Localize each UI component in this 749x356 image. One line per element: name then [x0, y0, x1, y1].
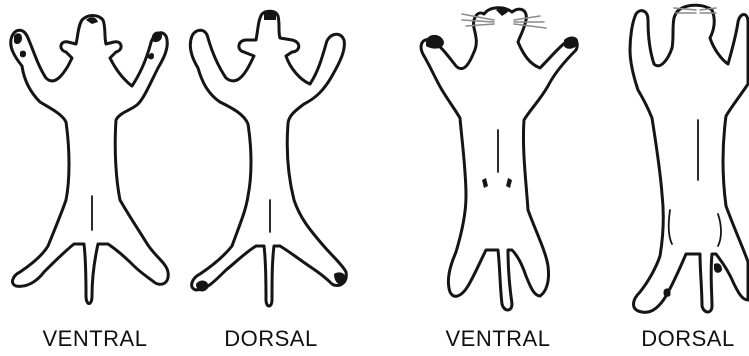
panel-2-view-label: DORSAL: [196, 326, 346, 352]
panel-3-view-label: VENTRAL: [423, 326, 573, 352]
adult-dorsal-left-hip-line: [669, 210, 672, 244]
adult-dorsal-right-foot-mark: [714, 263, 722, 273]
pup-ventral-left-paw-pad: [14, 33, 22, 44]
adult-ventral-body-outline: [421, 8, 577, 310]
adult-dorsal-figure: [630, 5, 748, 312]
adult-dorsal-left-foot-mark: [663, 288, 670, 296]
adult-ventral-figure: [421, 8, 578, 310]
pup-ventral-left-wrist-mark: [20, 51, 26, 58]
adult-ventral-whiskers: [462, 14, 546, 28]
panel-1-view-label: VENTRAL: [20, 326, 170, 352]
pup-dorsal-figure: [190, 11, 346, 306]
pup-ventral-snout-mark: [86, 17, 98, 24]
adult-dorsal-right-hip-line: [718, 214, 721, 246]
pup-dorsal-right-foot-mark: [334, 272, 346, 284]
adult-ventral-left-paw: [426, 35, 444, 49]
pup-ventral-body-outline: [11, 16, 168, 304]
adult-ventral-left-hip-mark: [482, 178, 488, 188]
pup-ventral-right-paw-pad: [152, 32, 162, 43]
panel-4-view-label: DORSAL: [613, 326, 749, 352]
pup-dorsal-head-mark: [264, 11, 276, 20]
adult-ventral-right-hip-mark: [506, 178, 512, 188]
adult-dorsal-body-outline: [630, 5, 748, 312]
pup-dorsal-body-outline: [190, 11, 346, 306]
pup-ventral-figure: [11, 16, 168, 304]
